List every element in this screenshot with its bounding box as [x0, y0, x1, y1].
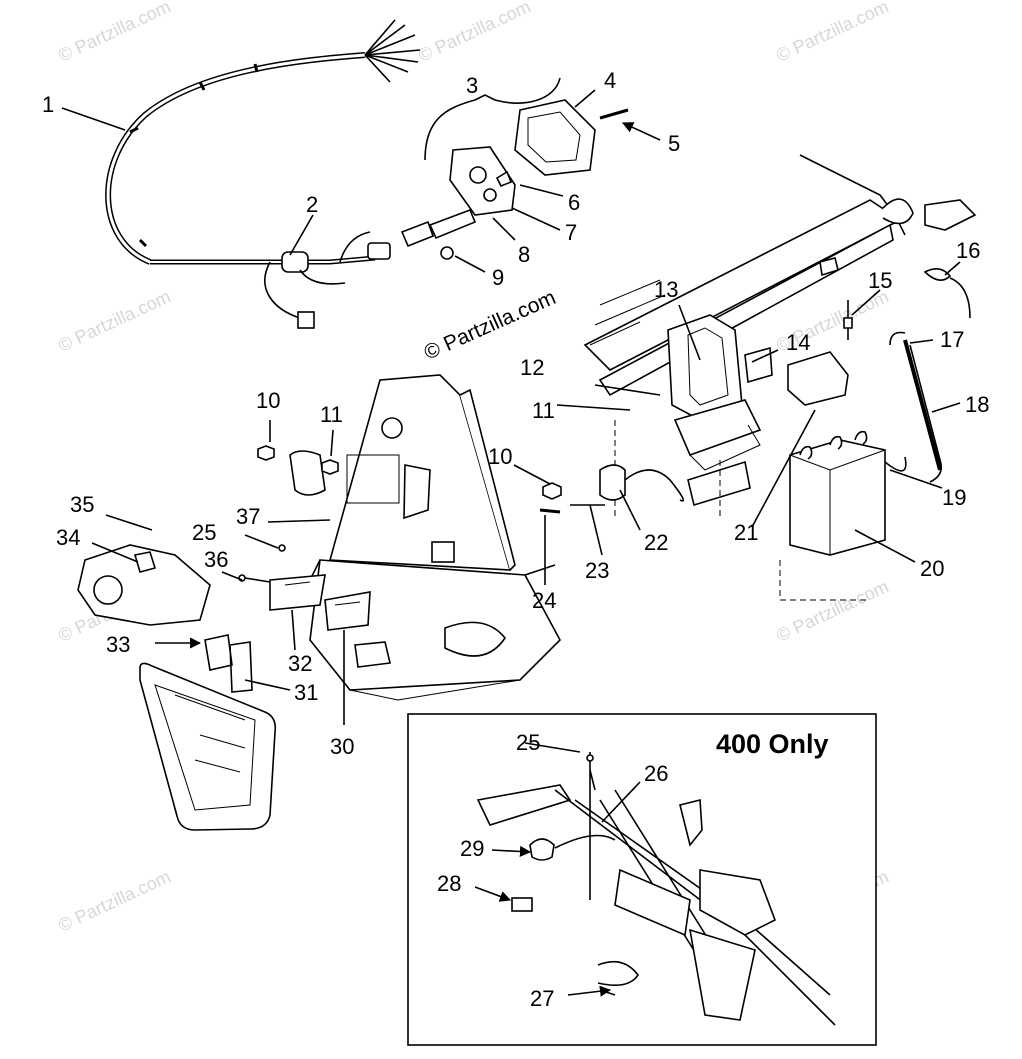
callout-19: 19 [942, 485, 966, 510]
callout-14: 14 [786, 330, 810, 355]
callout-34: 34 [56, 525, 80, 550]
copyright-text: © Partzilla.com [421, 286, 560, 365]
callout-20: 20 [920, 556, 944, 581]
callout-21: 21 [734, 520, 758, 545]
callout-24: 24 [532, 588, 556, 613]
callout-18: 18 [965, 392, 989, 417]
callout-26: 26 [644, 761, 668, 786]
wiring-harness-drawing [105, 19, 421, 329]
callout-35: 35 [70, 492, 94, 517]
watermark: © Partzilla.com [55, 866, 173, 935]
callout-1: 1 [42, 92, 54, 117]
callout-6: 6 [568, 190, 580, 215]
callout-7: 7 [565, 220, 577, 245]
callout-15: 15 [868, 268, 892, 293]
callout-25b: 25 [516, 730, 540, 755]
frame-drawing [539, 154, 977, 601]
callout-16: 16 [956, 238, 980, 263]
callout-29: 29 [460, 836, 484, 861]
callout-36: 36 [204, 547, 228, 572]
callout-11: 11 [320, 402, 343, 427]
callout-22: 22 [644, 530, 668, 555]
callout-lines [61, 89, 961, 725]
watermark: © Partzilla.com [55, 0, 173, 66]
callout-27: 27 [530, 986, 554, 1011]
chassis-drawing [77, 374, 561, 831]
callout-10b: 10 [488, 444, 512, 469]
watermark: © Partzilla.com [55, 286, 173, 355]
callout-10: 10 [256, 388, 280, 413]
callout-33: 33 [106, 632, 130, 657]
callout-25: 25 [192, 520, 216, 545]
callout-8: 8 [518, 242, 530, 267]
callout-13: 13 [654, 277, 678, 302]
callout-11b: 11 [532, 398, 555, 423]
callout-labels: 1 2 3 4 5 6 7 8 9 10 11 12 11 13 14 15 1… [42, 68, 989, 1011]
callout-37: 37 [236, 504, 260, 529]
callout-12: 12 [520, 355, 544, 380]
callout-5: 5 [668, 131, 680, 156]
callout-2: 2 [306, 192, 318, 217]
callout-17: 17 [940, 327, 964, 352]
callout-28: 28 [437, 871, 461, 896]
watermark: © Partzilla.com [415, 0, 533, 66]
callout-31: 31 [294, 680, 318, 705]
inset-400-only: 400 Only [407, 713, 877, 1046]
callout-9: 9 [492, 265, 504, 290]
callout-4: 4 [604, 68, 616, 93]
callout-23: 23 [585, 558, 609, 583]
watermark: © Partzilla.com [773, 576, 891, 645]
tail-light-drawing [400, 77, 629, 260]
inset-title: 400 Only [716, 729, 829, 759]
callout-32: 32 [288, 651, 312, 676]
watermark: © Partzilla.com [773, 0, 891, 66]
callout-30: 30 [330, 734, 354, 759]
callout-3: 3 [466, 73, 478, 98]
